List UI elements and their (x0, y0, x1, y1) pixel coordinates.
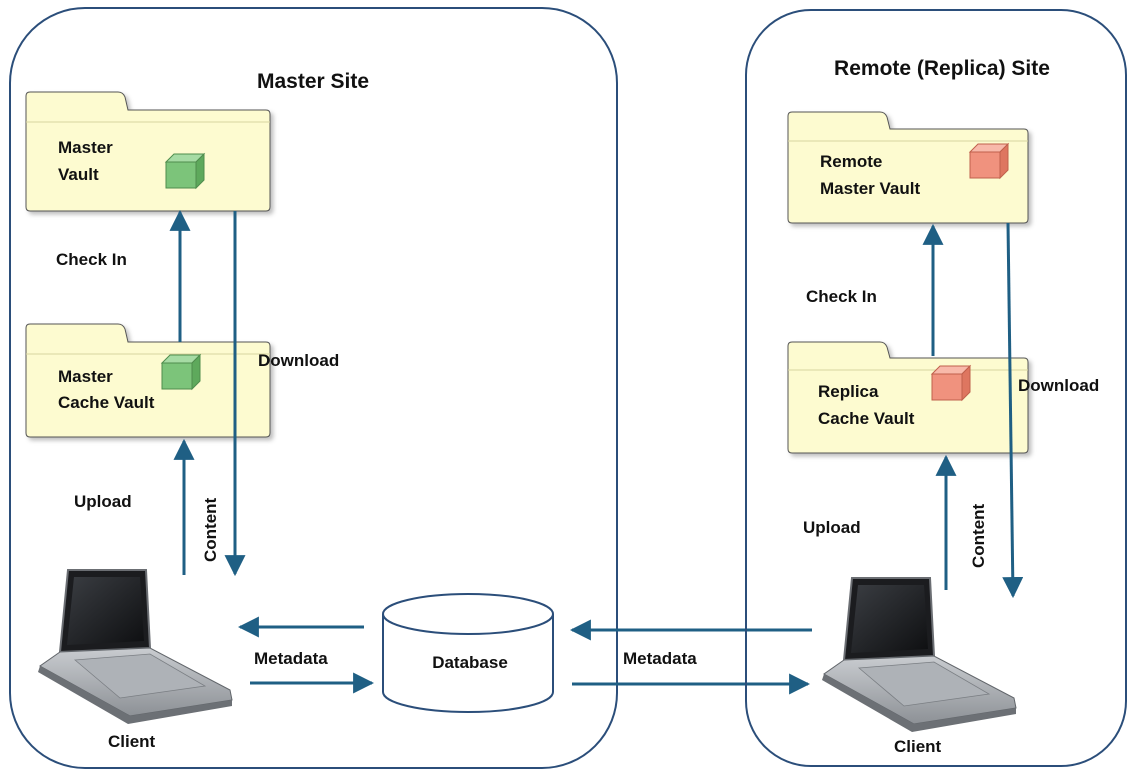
remote-download-label: Download (1018, 376, 1099, 395)
remote-master-vault-folder (787, 111, 1029, 224)
upload-label: Upload (74, 492, 132, 511)
master-cache-vault-folder (25, 323, 271, 438)
database-label: Database (432, 653, 508, 672)
red-cube-icon (968, 142, 1010, 180)
remote-master-vault-label-line2: Master Vault (820, 179, 920, 198)
green-cube-icon (160, 353, 202, 391)
master-cache-vault-label-line2: Cache Vault (58, 393, 155, 412)
master-client-label: Client (108, 732, 156, 751)
remote-master-vault-label-line1: Remote (820, 152, 882, 171)
link-metadata-label: Metadata (623, 649, 697, 668)
green-cube-icon (164, 152, 206, 190)
download-label: Download (258, 351, 339, 370)
master-cache-vault-label-line1: Master (58, 367, 113, 386)
remote-content-label: Content (969, 503, 988, 568)
remote-site-frame (745, 9, 1127, 767)
master-vault-label-line1: Master (58, 138, 113, 157)
remote-client-label: Client (894, 737, 942, 756)
remote-site-title: Remote (Replica) Site (834, 57, 1050, 80)
master-client-laptop-icon (38, 569, 233, 724)
master-site-frame (9, 7, 618, 769)
master-metadata-label: Metadata (254, 649, 328, 668)
remote-download-arrow (1002, 222, 1024, 599)
check-in-label: Check In (56, 250, 127, 269)
replica-cache-vault-label-line1: Replica (818, 382, 879, 401)
master-vault-folder (25, 91, 271, 212)
remote-check-in-label: Check In (806, 287, 877, 306)
replica-cache-vault-label-line2: Cache Vault (818, 409, 915, 428)
remote-upload-label: Upload (803, 518, 861, 537)
red-cube-icon (930, 364, 972, 402)
database-cylinder-icon (382, 593, 554, 713)
master-vault-label-line2: Vault (58, 165, 99, 184)
content-label: Content (201, 497, 220, 562)
remote-client-laptop-icon (822, 577, 1017, 732)
master-site-title: Master Site (257, 70, 369, 93)
